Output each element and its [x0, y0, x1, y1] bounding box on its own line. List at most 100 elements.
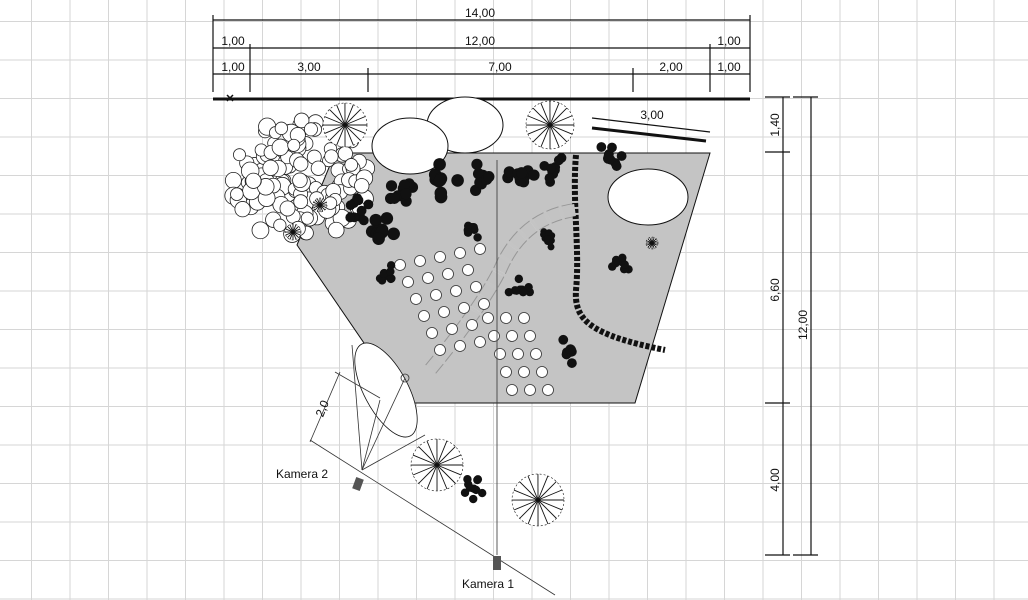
flower	[446, 323, 458, 335]
tree-branch	[285, 228, 294, 233]
camera-2-view	[309, 342, 556, 596]
flower	[442, 268, 454, 280]
dim-camera-distance: 2,0	[313, 398, 332, 419]
dark-shrub	[544, 173, 555, 184]
camera-2-icon[interactable]	[352, 476, 364, 492]
dark-shrub	[388, 192, 400, 204]
flower	[422, 272, 434, 284]
flower	[402, 276, 414, 288]
pebble	[274, 121, 289, 135]
flower	[426, 327, 438, 339]
tree-branch	[287, 226, 294, 233]
dark-shrub	[387, 274, 396, 283]
flower	[536, 366, 548, 378]
dark-shrub	[471, 158, 483, 170]
flower	[414, 255, 426, 267]
tree-branch	[537, 481, 557, 501]
dim-top-inner: 12,00	[465, 34, 495, 48]
tree-branch	[292, 224, 297, 233]
dim-path-length: 3,00	[640, 108, 664, 122]
pebble	[271, 138, 289, 156]
pebble	[224, 171, 242, 189]
tree-branch	[329, 109, 346, 126]
flower	[530, 348, 542, 360]
flower	[524, 384, 536, 396]
pebble	[293, 112, 310, 129]
dark-shrub	[620, 260, 629, 269]
dark-shrub	[483, 171, 495, 183]
stepping-stone-outline	[424, 203, 577, 375]
camera-1-icon[interactable]	[493, 556, 501, 570]
tree-branch	[418, 464, 438, 484]
dark-shrubs	[345, 142, 633, 504]
tree-branch	[549, 107, 568, 126]
dark-shrub	[379, 269, 389, 278]
tree-branch	[549, 124, 560, 148]
dark-shrub	[515, 167, 528, 179]
flower	[518, 312, 530, 324]
flower	[438, 306, 450, 318]
pebble	[300, 211, 314, 225]
tree-branch	[285, 231, 294, 236]
pebble	[292, 172, 308, 189]
trees	[284, 100, 659, 527]
dim-right-3: 4,00	[768, 468, 782, 492]
dark-shrub	[512, 286, 521, 295]
tree-branch	[344, 109, 361, 126]
flower	[430, 289, 442, 301]
dark-shrub	[433, 158, 446, 171]
tree-branch	[412, 464, 438, 476]
flower	[500, 312, 512, 324]
tree-branch	[336, 104, 346, 126]
tree-branch	[540, 124, 551, 148]
pebble	[344, 158, 359, 172]
tree-branch	[513, 499, 539, 511]
tree-branch	[292, 231, 299, 238]
flower	[434, 251, 446, 263]
flower	[494, 348, 506, 360]
dark-shrub	[504, 287, 514, 297]
tree-branch	[436, 464, 462, 476]
pebble	[230, 187, 244, 201]
dark-shrub	[545, 229, 553, 237]
dark-shrub	[514, 274, 524, 284]
tree-branch	[527, 499, 539, 525]
dark-shrub	[356, 205, 367, 216]
tree-branch	[287, 231, 294, 238]
dark-shrub	[524, 282, 533, 292]
dim-right-total: 12,00	[796, 310, 810, 340]
dark-shrub	[387, 227, 400, 241]
flower	[518, 366, 530, 378]
dark-shrub	[565, 344, 576, 355]
dark-shrub	[616, 151, 627, 161]
tree-branch	[549, 102, 560, 126]
dark-shrub	[386, 261, 396, 270]
flower	[542, 384, 554, 396]
tree-branch	[436, 454, 462, 466]
tree-branch	[344, 124, 366, 134]
dark-shrub	[553, 155, 564, 166]
flower	[434, 344, 446, 356]
flower	[488, 330, 500, 342]
tree-branch	[292, 231, 301, 236]
tree-branch	[344, 124, 354, 146]
flower	[462, 264, 474, 276]
pebble	[324, 149, 339, 164]
tree-branch	[436, 440, 448, 466]
tree-branch	[537, 489, 563, 501]
dark-shrub	[477, 488, 487, 498]
dark-shrub	[398, 179, 411, 191]
flower	[470, 281, 482, 293]
dim-segment-2: 7,00	[488, 60, 512, 74]
dim-segment-3: 2,00	[659, 60, 683, 74]
dark-shrub	[451, 174, 464, 187]
pebble	[293, 194, 309, 210]
dark-shrub	[607, 142, 617, 153]
tree-branch	[519, 499, 539, 519]
tree-branch	[324, 116, 346, 126]
path-dimension	[591, 117, 711, 143]
tree-branch	[519, 481, 539, 501]
dark-shrub	[472, 168, 485, 180]
pebble	[279, 200, 296, 217]
pebble	[293, 156, 309, 172]
